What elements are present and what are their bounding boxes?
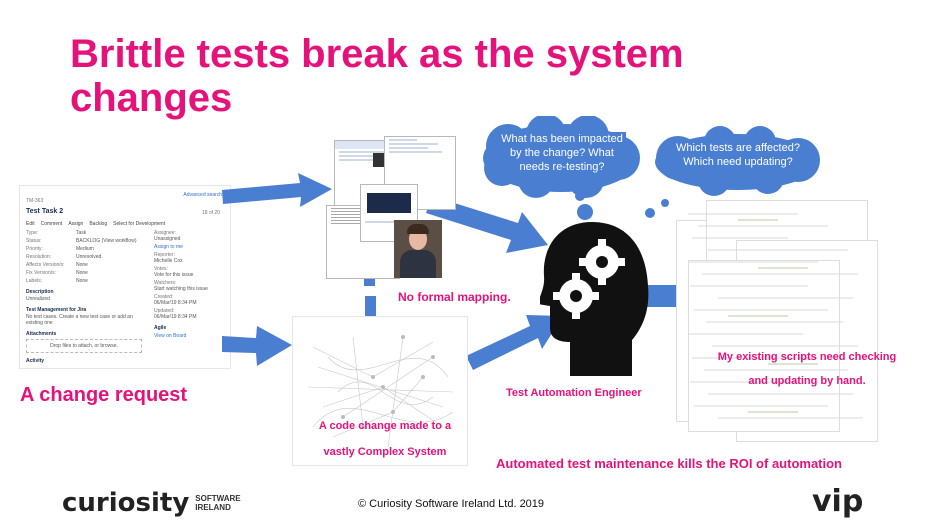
field-row: Fix Version/s:None: [26, 270, 88, 276]
script-lines: [688, 213, 863, 419]
jira-task-title: Test Task 2: [26, 208, 64, 215]
maintenance-label: Automated test maintenance kills the ROI…: [496, 456, 842, 471]
people-row: Watchers:Start watching this issue: [154, 280, 208, 292]
people-row: Assignee:Unassigned: [154, 230, 181, 242]
toolbar-edit: Edit: [26, 221, 35, 227]
field-row: Labels:None: [26, 278, 88, 284]
scripts-label-line2: and updating by hand.: [748, 375, 866, 387]
field-row: Priority:Medium: [26, 246, 94, 252]
test-management-label: Test Management for Jira: [26, 307, 87, 313]
people-row: Updated:06/Mar/19 8:34 PM: [154, 308, 197, 320]
toolbar-assign: Assign: [68, 221, 84, 227]
copyright: © Curiosity Software Ireland Ltd. 2019: [358, 498, 545, 510]
people-row: Votes:Vote for this issue: [154, 266, 194, 278]
jira-people: Assignee:Unassigned Assign to me Reporte…: [148, 229, 228, 364]
thought-dot: [645, 208, 655, 218]
people-row: Assign to me: [154, 244, 183, 250]
toolbar-select-dev: Select for Development: [113, 221, 166, 227]
drop-zone: Drop files to attach, or browse.: [26, 339, 142, 353]
attachments-label: Attachments: [26, 331, 57, 337]
arrow-screens-to-engineer: [426, 196, 548, 253]
jira-issue-screenshot: Advanced search TM-363 Test Task 2 18 of…: [20, 186, 230, 368]
logo-wordmark: curiosity: [62, 488, 190, 518]
people-row: Created:06/Mar/19 8:34 PM: [154, 294, 197, 306]
scripts-label-line1: My existing scripts need checking: [717, 351, 897, 363]
field-row: Resolution:Unresolved: [26, 254, 102, 260]
vip-logo: vip: [812, 484, 864, 519]
description-label: Description: [26, 289, 54, 295]
engineer-head-icon: [540, 222, 649, 376]
agile-value: View on Board: [154, 333, 187, 339]
code-change-label: A code change made to a: [318, 420, 452, 432]
jira-toolbar: Edit Comment Assign Backlog Select for D…: [20, 219, 230, 229]
agile-label: Agile: [154, 325, 167, 331]
toolbar-backlog: Backlog: [89, 221, 108, 227]
bubble-right-text: Which tests are affected? Which need upd…: [676, 141, 800, 169]
arrow-to-code-graph: [222, 326, 292, 366]
engineer-label: Test Automation Engineer: [506, 387, 642, 399]
person-photo: [394, 220, 442, 278]
toolbar-comment: Comment: [40, 221, 63, 227]
change-request-label: A change request: [20, 384, 188, 406]
field-row: Status:BACKLOG (View workflow): [26, 238, 137, 244]
arrow-graph-to-engineer: [466, 315, 563, 370]
field-row: Affects Version/s:None: [26, 262, 88, 268]
arrow-to-screens-top: [222, 173, 332, 207]
complex-system-label: vastly Complex System: [323, 446, 447, 458]
curiosity-logo: curiosity SOFTWARE IRELAND: [62, 488, 241, 518]
people-row: Reporter:Michelle Cox: [154, 252, 183, 264]
jira-task-key: TM-363: [26, 198, 44, 204]
jira-details: Type:Task Status:BACKLOG (View workflow)…: [20, 229, 148, 364]
slide-title: Brittle tests break as the system change…: [70, 32, 684, 120]
thought-dot: [661, 199, 669, 207]
dependency-graph: [307, 335, 454, 448]
logo-subtext: SOFTWARE IRELAND: [195, 494, 241, 512]
test-management-value: No test cases. Create a new test case or…: [26, 314, 133, 326]
advanced-search-link: Advanced search: [183, 192, 222, 198]
field-row: Type:Task: [26, 230, 87, 236]
no-formal-mapping-label: No formal mapping.: [398, 290, 511, 304]
description-value: Unrealized: [26, 296, 50, 302]
jira-counter: 18 of 20: [201, 210, 220, 216]
activity-label: Activity: [26, 358, 45, 364]
bubble-left-text: What has been impacted by the change? Wh…: [498, 132, 626, 174]
complex-system-graph: [292, 316, 468, 466]
thought-dot: [577, 204, 593, 220]
